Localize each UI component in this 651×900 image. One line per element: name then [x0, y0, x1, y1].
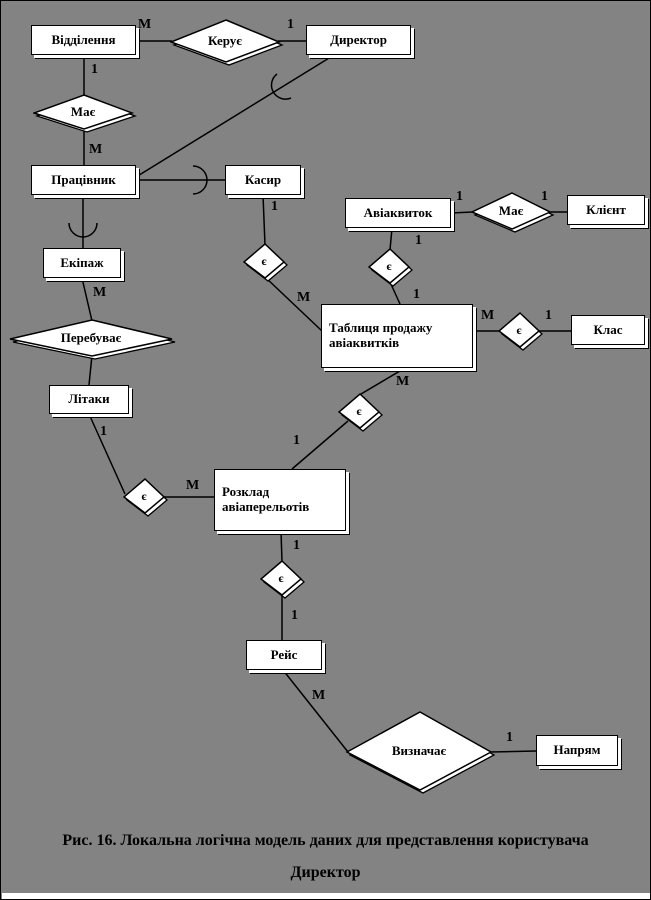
cardinality-label: М: [312, 688, 326, 703]
cardinality-label: М: [186, 478, 200, 493]
entity-klas: Клас: [571, 315, 645, 345]
cardinality-label: 1: [545, 308, 552, 323]
relationship-maie-left-diamond: Має: [33, 94, 137, 134]
cardinality-label: 1: [293, 433, 300, 448]
entity-label: Літаки: [68, 391, 110, 407]
entity-label: Клієнт: [586, 201, 626, 217]
entity-label: Рейс: [270, 646, 298, 662]
relationship-maie-right-diamond: Має: [471, 192, 555, 234]
relationship-vyznachaie-diamond: Визначає: [346, 711, 496, 795]
entity-label: Касир: [244, 171, 282, 187]
entity-label: Авіаквиток: [363, 204, 433, 220]
cardinality-label: 1: [506, 730, 513, 745]
relationship-label: Перебуває: [60, 330, 122, 345]
entity-rozklad: Розклад авіаперельотів: [214, 469, 346, 531]
figure-caption-line2: Директор: [290, 864, 361, 881]
relationship-ie4-diamond: є: [338, 393, 384, 433]
relationship-label: є: [356, 403, 362, 418]
page-edge: [2, 893, 650, 899]
entity-label: Розклад авіаперельотів: [222, 484, 310, 514]
cardinality-label: 1: [541, 189, 548, 204]
subtype-arc: [192, 165, 208, 195]
entity-label: Директор: [330, 31, 387, 47]
cardinality-label: 1: [415, 233, 422, 248]
relationship-ie3-diamond: є: [498, 312, 544, 352]
entity-litaky: Літаки: [49, 385, 129, 414]
relationship-label: є: [141, 488, 147, 503]
relationship-label: є: [516, 322, 522, 337]
relationship-keruie-diamond: Керує: [170, 19, 284, 67]
cardinality-label: 1: [413, 287, 420, 302]
relationship-label: Керує: [208, 33, 242, 48]
entity-kliient: Клієнт: [567, 195, 645, 225]
relationship-ie1-diamond: є: [243, 243, 289, 283]
entity-kasyr: Касир: [225, 165, 301, 195]
relationship-label: є: [386, 258, 392, 273]
subtype-arc: [270, 73, 292, 100]
entity-label: Напрям: [553, 742, 601, 758]
cardinality-label: М: [93, 285, 107, 300]
cardinality-label: М: [297, 290, 311, 305]
relationship-label: є: [261, 253, 267, 268]
relationship-label: Має: [70, 104, 96, 119]
cardinality-label: М: [481, 308, 495, 323]
entity-label: Таблиця продажу авіаквитків: [329, 320, 433, 350]
cardinality-label: М: [396, 374, 410, 389]
relationship-label: Визначає: [391, 743, 447, 758]
entity-reis: Рейс: [246, 640, 322, 670]
entity-pratsivnyk: Працівник: [31, 165, 136, 195]
entity-label: Екіпаж: [60, 254, 104, 270]
relationship-label: є: [278, 570, 284, 585]
figure-caption-line1: Рис. 16. Локальна логічна модель даних д…: [62, 832, 589, 849]
entity-label: Клас: [593, 321, 623, 337]
entity-label: Працівник: [51, 171, 116, 187]
relationship-perebuvaie-diamond: Перебуває: [9, 319, 177, 361]
relationship-ie6-diamond: є: [260, 560, 306, 600]
entity-tablytsia-prodazhu: Таблиця продажу авіаквитків: [321, 304, 473, 368]
cardinality-label: 1: [287, 17, 294, 32]
entity-viddilennia: Відділення: [31, 25, 136, 55]
relationship-label: Має: [498, 203, 524, 218]
cardinality-label: М: [138, 17, 152, 32]
cardinality-label: 1: [456, 189, 463, 204]
entity-label: Відділення: [51, 31, 116, 47]
subtype-arc: [68, 222, 98, 238]
relationship-ie2-diamond: є: [368, 248, 414, 288]
entity-aviakvytok: Авіаквиток: [345, 198, 451, 228]
cardinality-label: М: [89, 142, 103, 157]
relationship-ie5-diamond: є: [123, 478, 169, 518]
cardinality-label: 1: [291, 608, 298, 623]
cardinality-label: 1: [100, 424, 107, 439]
entity-ekipazh: Екіпаж: [43, 248, 121, 278]
cardinality-label: 1: [91, 62, 98, 77]
entity-napriam: Напрям: [536, 735, 618, 766]
cardinality-label: 1: [293, 538, 300, 553]
cardinality-label: 1: [271, 199, 278, 214]
entity-dyrektor: Директор: [306, 25, 411, 55]
